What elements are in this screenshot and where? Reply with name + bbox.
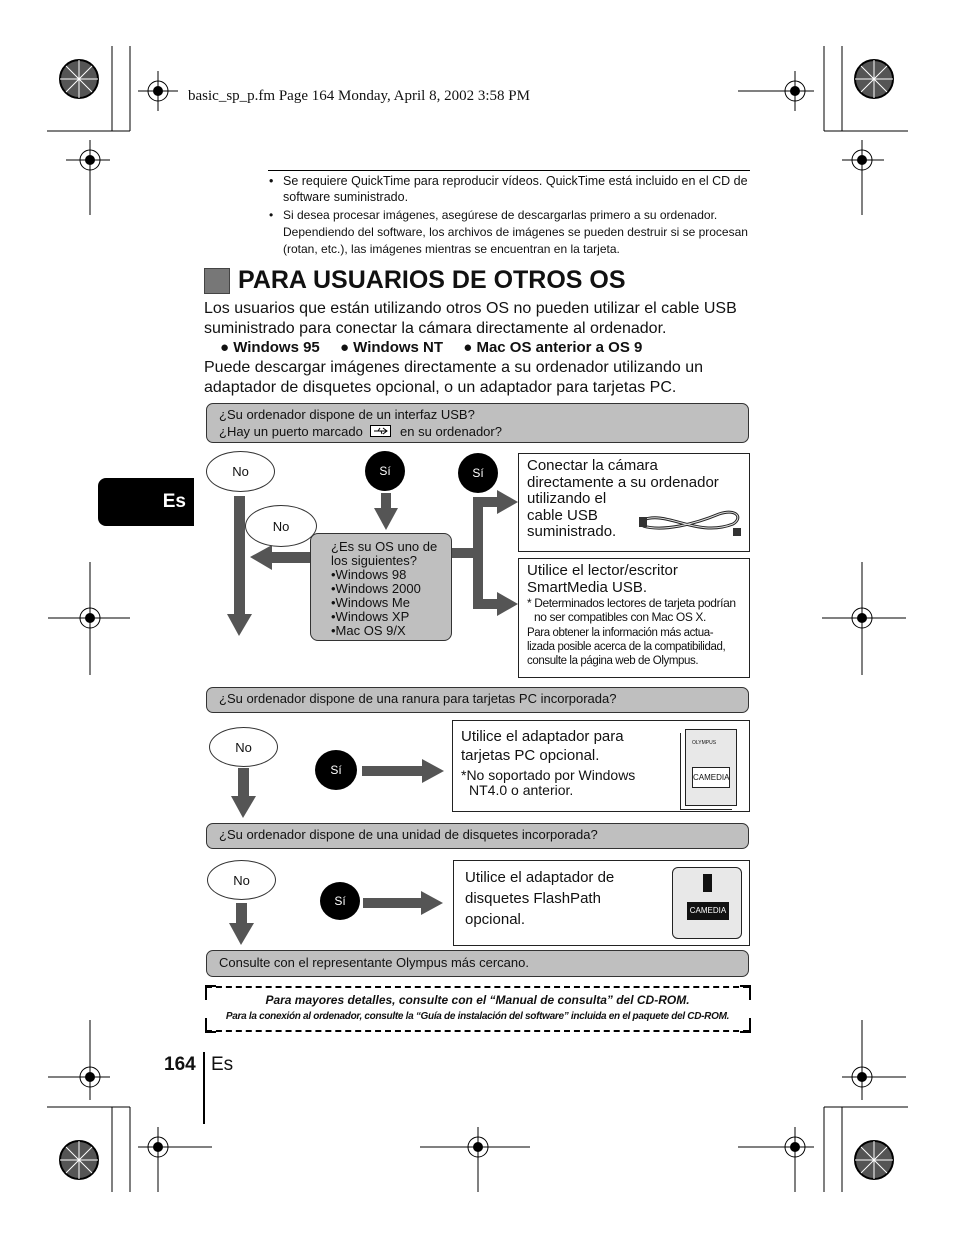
os-question-line: ¿Es su OS uno de <box>331 540 451 554</box>
floppy-adapter-box: Utilice el adaptador de disquetes FlashP… <box>453 860 750 946</box>
brand-label: CAMEDIA <box>687 902 729 920</box>
reference-note-line: Para mayores detalles, consulte con el “… <box>206 993 749 1007</box>
question-line: ¿Hay un puerto marcado en su ordenador? <box>219 423 736 440</box>
answer-no: No <box>209 727 278 767</box>
answer-no: No <box>207 860 276 900</box>
brand-small-label: OLYMPUS <box>686 730 736 753</box>
box-note: no ser compatibles con Mac OS X. <box>527 610 741 624</box>
reference-note-line: Para la conexión al ordenador, consulte … <box>206 1011 749 1022</box>
os-question-box: ¿Es su OS uno de los siguientes? •Window… <box>310 533 452 641</box>
os-question-line: los siguientes? <box>331 554 451 568</box>
answer-no: No <box>245 505 317 547</box>
page-language: Es <box>211 1054 233 1075</box>
usb-port-icon <box>370 425 392 437</box>
page-footer: 164 Es <box>164 1054 233 1076</box>
question-text: en su ordenador? <box>400 424 502 439</box>
usb-connect-box: Conectar la cámara directamente a su ord… <box>518 453 750 552</box>
os-question-line: •Windows Me <box>331 596 451 610</box>
flashpath-adapter-image: CAMEDIA <box>672 867 742 939</box>
usb-cable-icon <box>637 504 745 544</box>
box-info: lizada posible acerca de la compatibilid… <box>527 640 741 654</box>
os-question-line: •Windows XP <box>331 610 451 624</box>
box-line: Conectar la cámara <box>527 458 741 475</box>
page-number: 164 <box>164 1054 196 1075</box>
question-line: ¿Su ordenador dispone de un interfaz USB… <box>219 406 736 423</box>
answer-yes: Sí <box>458 453 498 493</box>
box-line: Utilice el lector/escritor <box>527 563 741 580</box>
answer-no: No <box>206 451 275 492</box>
os-question-line: •Mac OS 9/X <box>331 624 451 638</box>
question-text: ¿Hay un puerto marcado <box>219 424 363 439</box>
os-question-line: •Windows 98 <box>331 568 451 582</box>
box-line: directamente a su ordenador <box>527 475 741 492</box>
contact-olympus: Consulte con el representante Olympus má… <box>206 950 749 977</box>
pc-card-adapter-box: Utilice el adaptador para tarjetas PC op… <box>452 720 750 812</box>
brand-label: CAMEDIA <box>692 767 730 788</box>
pc-card-adapter-image: OLYMPUS CAMEDIA <box>685 729 737 806</box>
answer-yes: Sí <box>320 882 360 920</box>
question-floppy: ¿Su ordenador dispone de una unidad de d… <box>206 823 749 849</box>
box-info: Para obtener la información más actua- <box>527 626 741 640</box>
reference-note-corners <box>204 984 752 1034</box>
box-line: SmartMedia USB. <box>527 580 741 597</box>
question-pc-card: ¿Su ordenador dispone de una ranura para… <box>206 687 749 713</box>
box-info: consulte la página web de Olympus. <box>527 654 741 668</box>
usb-reader-box: Utilice el lector/escritor SmartMedia US… <box>518 558 750 678</box>
answer-yes: Sí <box>315 750 357 790</box>
question-usb: ¿Su ordenador dispone de un interfaz USB… <box>206 403 749 443</box>
answer-yes: Sí <box>365 451 405 491</box>
os-question-line: •Windows 2000 <box>331 582 451 596</box>
box-note: * Determinados lectores de tarjeta podrí… <box>527 596 741 610</box>
